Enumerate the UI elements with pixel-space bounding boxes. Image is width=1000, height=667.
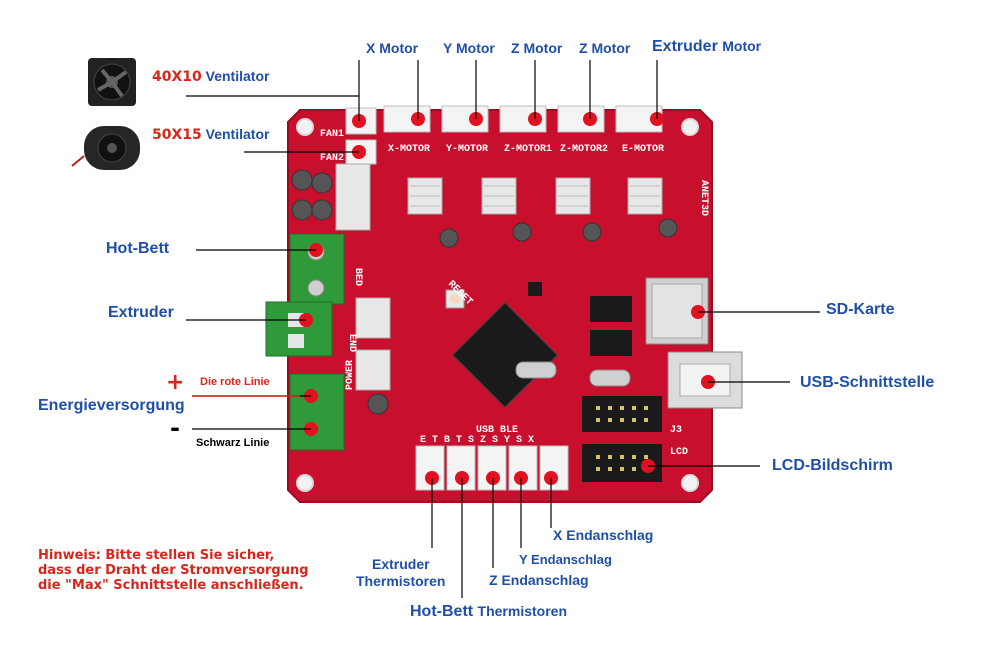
reset-button-cap — [450, 294, 460, 304]
label-y-endstop: Y Endanschlag — [519, 552, 612, 567]
label-power: Energieversorgung — [38, 397, 185, 414]
silk-bed: BED — [352, 268, 363, 286]
label-extruder-word: Extruder — [652, 38, 718, 55]
silk-z-motor2: Z-MOTOR2 — [560, 144, 608, 155]
label-z-motor-1: Z Motor — [511, 40, 563, 56]
note-line-3: die "Max" Schnittstelle anschließen. — [38, 578, 304, 593]
label-z-endstop: Z Endanschlag — [489, 572, 589, 588]
label-extruder: Extruder — [108, 304, 174, 321]
warning-note: Hinweis: Bitte stellen Sie sicher, dass … — [38, 548, 338, 593]
label-fan-40x10: 40X10 Ventilator — [152, 68, 269, 85]
label-usb: USB-Schnittstelle — [800, 374, 935, 391]
label-fan-50x15: 50X15 Ventilator — [152, 126, 269, 143]
fan-50x15-icon — [71, 126, 140, 170]
fan-40x10-label: Ventilator — [205, 68, 270, 84]
label-red-line: Die rote Linie — [200, 376, 270, 388]
silk-x-motor: X-MOTOR — [388, 144, 430, 155]
minus-sign: - — [170, 414, 180, 442]
silk-usb: USB BLE — [476, 425, 518, 436]
silk-endstop-labels: E T B T S Z S Y S X — [420, 435, 534, 446]
label-hotbed-thermistor-1: Hot-Bett — [410, 603, 474, 620]
label-x-motor: X Motor — [366, 40, 419, 56]
crystal — [515, 361, 557, 379]
leader-lines — [186, 60, 820, 598]
label-x-endstop: X Endanschlag — [553, 527, 654, 543]
note-line-2: dass der Draht der Stromversorgung — [38, 563, 309, 578]
label-sd-card: SD-Karte — [826, 301, 895, 318]
j3-header — [582, 396, 662, 432]
note-line-1: Hinweis: Bitte stellen Sie sicher, — [38, 548, 275, 563]
fan-40x10-size: 40X10 — [152, 69, 202, 85]
silk-brand: ANET3D — [698, 180, 709, 216]
label-extruder-thermistor-2: Thermistoren — [356, 573, 446, 589]
silk-z-motor1: Z-MOTOR1 — [504, 144, 552, 155]
plus-sign: + — [166, 370, 185, 395]
silk-j3: J3 — [670, 425, 682, 436]
mcu-chip — [451, 301, 559, 409]
label-z-motor-2: Z Motor — [579, 40, 631, 56]
mounting-holes — [296, 118, 699, 492]
label-extruder-thermistor-1: Extruder — [372, 556, 430, 572]
label-black-line: Schwarz Linie — [196, 437, 270, 449]
capacitors — [291, 169, 678, 415]
silk-power: POWER — [345, 360, 356, 390]
silk-fan1: FAN1 — [320, 129, 344, 140]
label-hotbed-thermistor: Hot-Bett Thermistoren — [410, 603, 567, 621]
terminal-blocks — [265, 233, 345, 451]
ic-chips — [528, 282, 632, 356]
silk-fan2: FAN2 — [320, 153, 344, 164]
fan-50x15-size: 50X15 — [152, 127, 202, 143]
silk-lcd: LCD — [670, 447, 688, 458]
label-hotbed-thermistor-2: Thermistoren — [477, 603, 568, 619]
label-motor-word: Motor — [722, 38, 762, 54]
silk-e-motor: E-MOTOR — [622, 144, 664, 155]
fan-40x10-icon — [88, 58, 136, 106]
fan-50x15-label: Ventilator — [205, 126, 270, 142]
silk-end: END — [346, 334, 357, 352]
heatsink-fins — [410, 185, 660, 207]
label-hotbed: Hot-Bett — [106, 240, 170, 257]
label-lcd: LCD-Bildschirm — [772, 457, 893, 474]
label-y-motor: Y Motor — [443, 40, 495, 56]
silk-y-motor: Y-MOTOR — [446, 144, 488, 155]
label-extruder-motor: Extruder Motor — [652, 38, 761, 56]
crystal-2 — [589, 369, 631, 387]
